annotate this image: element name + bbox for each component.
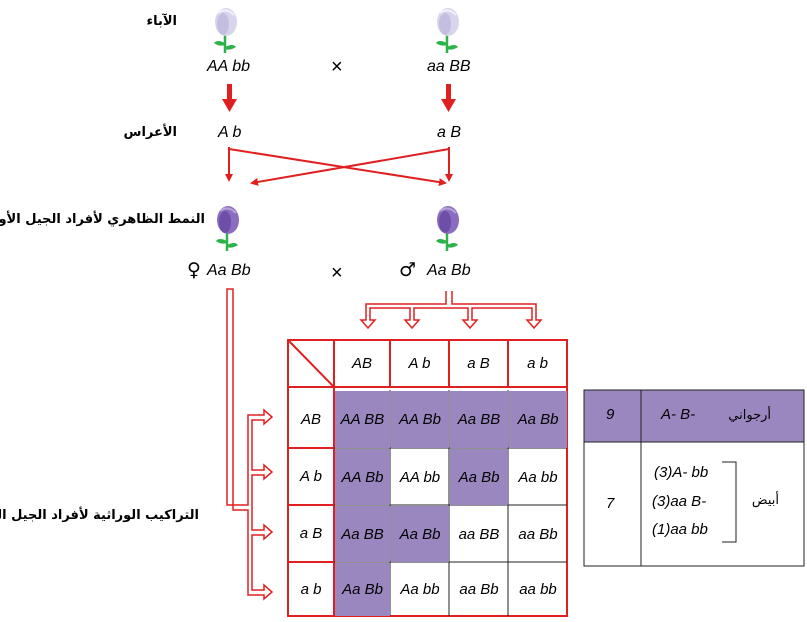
flower-icon — [436, 206, 459, 251]
punnett-cell: aa bb — [519, 581, 557, 598]
female-symbol-icon: ♀ — [187, 259, 201, 281]
punnett-col-header: a B — [467, 355, 490, 372]
flower-icon — [214, 8, 237, 53]
male-symbol-icon: ♂ — [399, 259, 417, 281]
purple-phenotype-label: أرجواني — [728, 408, 771, 423]
purple-count: 9 — [606, 406, 615, 423]
female-gamete-distribution-arrows — [226, 288, 274, 601]
punnett-cell: Aa Bb — [335, 563, 390, 616]
flower-icon — [216, 206, 239, 251]
white-genotype-line: (1)aa bb — [652, 521, 708, 538]
punnett-cell: Aa Bb — [391, 506, 449, 562]
punnett-row-header: a b — [300, 580, 322, 598]
white-phenotype-label: أبيض — [751, 493, 779, 508]
parents-cross-sign: × — [331, 56, 343, 78]
punnett-cell: Aa BB — [450, 391, 508, 448]
white-genotype-line: (3)A- bb — [654, 464, 709, 481]
punnett-cell: aa BB — [458, 525, 500, 543]
male-gamete-distribution-arrows — [359, 291, 543, 330]
punnett-cell: aa Bb — [459, 581, 499, 598]
purple-genotype: A- B- — [661, 406, 696, 423]
f1-cross-sign: × — [331, 262, 343, 284]
f1-right-genotype: Aa Bb — [427, 262, 471, 279]
punnett-frame — [287, 339, 568, 617]
white-count: 7 — [606, 495, 615, 512]
f1-phenotype-label: النمط الظاهري لأفراد الجيل الأول — [0, 212, 205, 227]
punnett-cell: aa Bb — [518, 525, 558, 543]
gamete-right: a B — [437, 124, 462, 141]
punnett-cell: Aa Bb — [509, 391, 567, 448]
punnett-cell: Aa bb — [400, 581, 440, 598]
punnett-col-header: a b — [527, 355, 548, 372]
punnett-col-header: AB — [351, 355, 372, 372]
punnett-cell: AA Bb — [335, 449, 390, 505]
flower-icon — [436, 8, 459, 53]
parent-to-gamete-arrow-left — [222, 84, 237, 112]
parents-label: الآباء — [146, 14, 177, 29]
ratio-table-frame — [583, 389, 805, 567]
punnett-row-header: a B — [299, 525, 323, 542]
punnett-cell: Aa Bb — [450, 449, 508, 505]
punnett-col-header: A b — [408, 355, 431, 372]
f1-left-genotype: Aa Bb — [207, 262, 251, 279]
white-genotype-line: (3)aa B- — [652, 493, 707, 510]
punnett-row-header: A b — [300, 468, 322, 485]
parent-to-gamete-arrow-right — [441, 84, 456, 112]
f2-genotypes-label: التراكيب الوراثية لأفراد الجيل الثاني — [0, 508, 199, 523]
punnett-cell: AA bb — [399, 468, 441, 486]
punnett-cell: AA Bb — [391, 391, 449, 448]
punnett-grid — [334, 390, 567, 616]
gamete-left: A b — [218, 124, 242, 141]
punnett-cell: Aa bb — [518, 468, 558, 486]
punnett-row-header: AB — [300, 410, 321, 428]
punnett-cell: AA BB — [335, 391, 390, 448]
parent-left-genotype: AA bb — [207, 58, 250, 75]
gametes-label: الأعراس — [123, 125, 178, 140]
parent-right-genotype: aa BB — [427, 58, 471, 75]
gamete-fusion-lines — [225, 147, 453, 187]
punnett-cell: Aa BB — [335, 506, 390, 562]
